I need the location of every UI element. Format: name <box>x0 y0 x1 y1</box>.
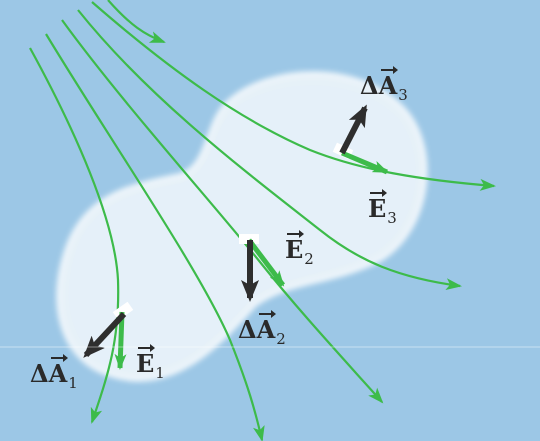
label-delta-a3: ΔA3 <box>360 66 408 104</box>
field-vector-e1 <box>114 311 127 370</box>
field-line-5 <box>91 1 496 191</box>
label-e2: E2 <box>285 230 314 268</box>
field-line-2 <box>45 33 265 441</box>
area-vector-da3 <box>339 104 368 155</box>
field-vector-e2 <box>247 238 285 287</box>
field-line-1 <box>29 47 120 424</box>
field-vector-e3 <box>341 150 389 175</box>
label-e3: E3 <box>368 189 397 227</box>
label-delta-a2: ΔA2 <box>238 310 286 348</box>
surface-element-2 <box>239 234 259 244</box>
label-e1: E1 <box>136 344 165 382</box>
surface-element-1 <box>112 301 134 321</box>
field-line-6 <box>107 0 166 44</box>
area-vector-da1 <box>83 311 127 358</box>
label-delta-a1: ΔA1 <box>30 354 78 392</box>
field-line-4 <box>77 9 462 291</box>
